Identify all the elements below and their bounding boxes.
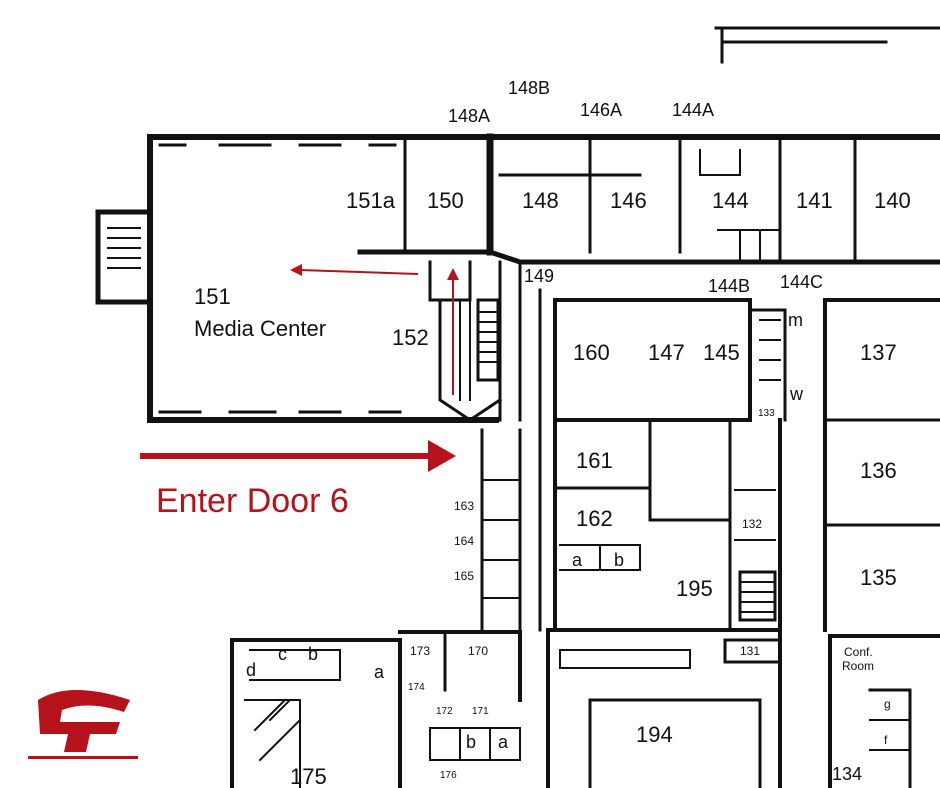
room-g: g [884, 697, 891, 711]
room-135: 135 [860, 565, 897, 590]
room-164: 164 [454, 534, 474, 548]
up-arrow-head [447, 268, 459, 280]
room-176: 176 [440, 770, 457, 781]
room-144: 144 [712, 188, 749, 213]
room-172: 172 [436, 706, 453, 717]
room-131: 131 [740, 644, 760, 658]
room-151: 151 [194, 284, 231, 309]
conf-room-line-2: Room [842, 659, 874, 673]
room-162: 162 [576, 506, 613, 531]
room-141: 141 [796, 188, 833, 213]
room-f: f [884, 733, 888, 747]
room-148: 148 [522, 188, 559, 213]
entry-label: Enter Door 6 [156, 482, 349, 520]
room-media-center: Media Center [194, 316, 326, 341]
room-174: 174 [408, 682, 425, 693]
room-137: 137 [860, 340, 897, 365]
room-160: 160 [573, 340, 610, 365]
room-labels: 148A 148B 146A 144A 151a 150 148 146 144… [194, 78, 911, 788]
room-194: 194 [636, 722, 673, 747]
room-m: m [788, 310, 803, 330]
room-149: 149 [524, 266, 554, 286]
room-165: 165 [454, 569, 474, 583]
room-173: 173 [410, 644, 430, 658]
room-b-lower: b [466, 732, 476, 752]
room-171: 171 [472, 706, 489, 717]
room-c: c [278, 644, 287, 664]
label-148a: 148A [448, 106, 490, 126]
school-logo [28, 690, 138, 759]
room-136: 136 [860, 458, 897, 483]
room-163: 163 [454, 499, 474, 513]
room-a-lower: a [498, 732, 509, 752]
left-arrow [299, 269, 419, 275]
room-150: 150 [427, 188, 464, 213]
room-170: 170 [468, 644, 488, 658]
room-a: a [572, 550, 583, 570]
room-144b: 144B [708, 276, 750, 296]
room-b: b [614, 550, 624, 570]
room-134: 134 [832, 764, 862, 784]
room-d: d [246, 660, 256, 680]
room-175: 175 [290, 764, 327, 788]
room-145: 145 [703, 340, 740, 365]
room-144c: 144C [780, 272, 823, 292]
room-133: 133 [758, 408, 775, 419]
room-b-south: b [308, 644, 318, 664]
title-block [714, 26, 940, 64]
entry-arrow-head [428, 440, 456, 472]
room-195: 195 [676, 576, 713, 601]
label-148b: 148B [508, 78, 550, 98]
room-w: w [789, 384, 804, 404]
conf-room-line-1: Conf. [844, 645, 873, 659]
room-161: 161 [576, 448, 613, 473]
room-a-south: a [374, 662, 385, 682]
label-146a: 146A [580, 100, 622, 120]
room-147: 147 [648, 340, 685, 365]
label-144a: 144A [672, 100, 714, 120]
room-132: 132 [742, 517, 762, 531]
room-152: 152 [392, 325, 429, 350]
room-151a: 151a [346, 188, 396, 213]
left-arrow-head [290, 264, 302, 276]
route-arrows [140, 264, 459, 472]
room-140: 140 [874, 188, 911, 213]
room-146: 146 [610, 188, 647, 213]
